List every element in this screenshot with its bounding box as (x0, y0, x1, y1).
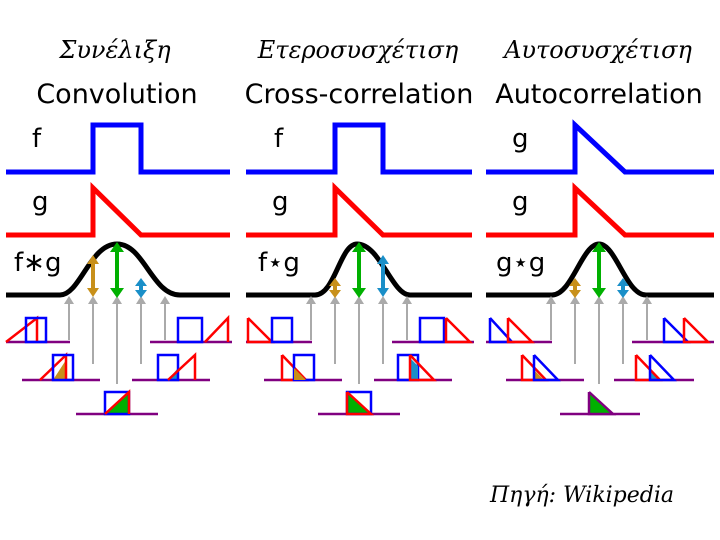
arrows-autocorrelation (546, 242, 652, 384)
panels-convolution (5, 314, 232, 416)
greek-title-cross-correlation: Ετεροσυσχέτιση (257, 36, 459, 64)
panels-cross-correlation (246, 316, 474, 416)
result-curve-cross-correlation (246, 241, 472, 298)
greek-title-convolution: Συνέλιξη (58, 36, 171, 64)
column-convolution: Συνέλιξη Convolution f g f∗g (5, 36, 232, 416)
greek-title-autocorrelation: Αυτοσυσχέτιση (502, 36, 692, 64)
signal-g-convolution (6, 182, 230, 238)
column-cross-correlation: Ετεροσυσχέτιση Cross-correlation f g f⋆g (245, 36, 474, 416)
label-f-cross-correlation: f (274, 124, 284, 154)
signal-g1-autocorrelation (486, 119, 714, 175)
label-result-cross-correlation: f⋆g (258, 248, 300, 278)
signal-f-convolution (6, 122, 230, 175)
label-g-convolution: g (32, 187, 49, 217)
label-result-autocorrelation: g⋆g (496, 248, 545, 278)
label-g-cross-correlation: g (272, 187, 289, 217)
title-cross-correlation: Cross-correlation (245, 79, 474, 110)
signal-g2-autocorrelation (486, 182, 714, 238)
arrows-convolution (64, 242, 170, 384)
signal-f-cross-correlation (246, 122, 472, 175)
title-autocorrelation: Autocorrelation (495, 79, 703, 110)
column-autocorrelation: Αυτοσυσχέτιση Autocorrelation g g g⋆g (486, 36, 714, 416)
title-convolution: Convolution (36, 79, 197, 110)
label-f-convolution: f (32, 124, 42, 154)
panels-autocorrelation (486, 317, 714, 416)
arrows-cross-correlation (306, 242, 412, 384)
label-result-convolution: f∗g (14, 248, 61, 278)
label-g1-autocorrelation: g (512, 124, 529, 154)
source-credit: Πηγή: Wikipedia (489, 483, 674, 508)
label-g2-autocorrelation: g (512, 187, 529, 217)
signal-g-cross-correlation (246, 182, 472, 238)
